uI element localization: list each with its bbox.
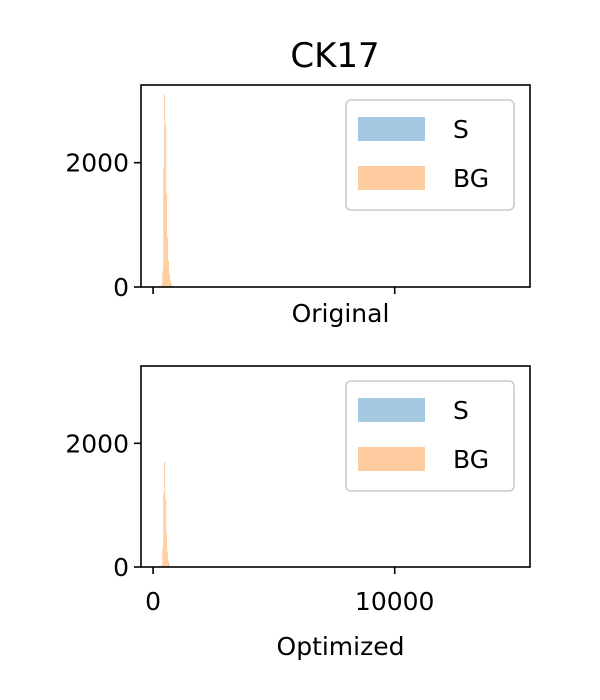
- legend-swatch-s: [358, 117, 425, 141]
- histogram-bar-bg: [169, 564, 170, 567]
- histogram-bar-bg: [165, 498, 167, 567]
- legend-label-bg: BG: [453, 445, 489, 474]
- histogram-bar-bg: [169, 280, 171, 287]
- histogram-bar-bg: [167, 551, 169, 567]
- legend-label-s: S: [453, 396, 469, 425]
- legend-swatch-s: [358, 398, 425, 422]
- histogram-bar-bg: [168, 260, 170, 287]
- histogram-bar-bg: [165, 125, 167, 288]
- y-tick-label: 2000: [65, 429, 129, 458]
- legend-label-s: S: [453, 115, 469, 144]
- histogram-bar-bg: [166, 532, 168, 567]
- histogram-bar-bg: [170, 283, 172, 287]
- x-axis-label: Optimized: [277, 632, 405, 661]
- histogram-bar-bg: [161, 284, 163, 287]
- axes-frame: [140, 84, 531, 288]
- histogram-bar-bg: [161, 565, 163, 567]
- y-tick-label: 2000: [65, 149, 129, 178]
- axes-frame: [140, 365, 531, 568]
- y-tick-label: 0: [113, 273, 129, 302]
- x-tick-label: 0: [145, 587, 161, 616]
- legend-swatch-bg: [358, 447, 425, 471]
- legend-swatch-bg: [358, 166, 425, 190]
- histogram-bar-bg: [167, 237, 169, 287]
- histogram-bar-bg: [163, 492, 165, 567]
- histogram-bar-bg: [162, 270, 164, 287]
- x-tick-label: 10000: [355, 587, 435, 616]
- histogram-bar-bg: [169, 274, 170, 287]
- histogram-bar-bg: [166, 193, 168, 287]
- histogram-bar-bg: [168, 560, 170, 567]
- legend-box: [345, 99, 515, 211]
- histogram-bar-bg: [163, 168, 165, 287]
- y-tick-label: 0: [113, 553, 129, 582]
- legend-box: [345, 380, 515, 492]
- x-axis-label: Original: [292, 299, 390, 328]
- histogram-bar-bg: [164, 461, 166, 567]
- histogram-bar-bg: [162, 548, 164, 567]
- histogram-bar-bg: [164, 94, 166, 287]
- figure-title: CK17: [290, 36, 379, 76]
- legend-label-bg: BG: [453, 164, 489, 193]
